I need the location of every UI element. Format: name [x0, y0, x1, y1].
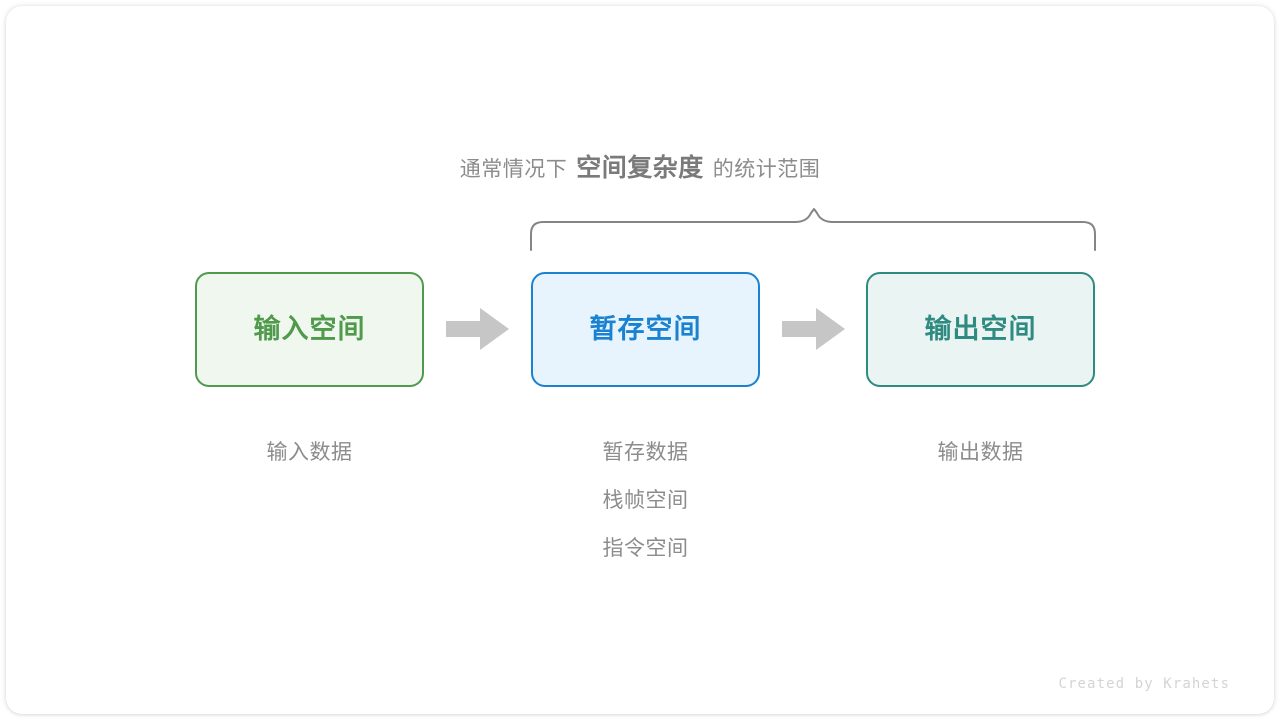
caption-suffix: 的统计范围: [712, 158, 821, 181]
box-output-space[interactable]: 输出空间: [866, 272, 1095, 387]
sub-label: 暂存数据: [602, 441, 689, 464]
sub-label: 栈帧空间: [602, 489, 689, 512]
diagram-caption: 通常情况下空间复杂度的统计范围: [6, 156, 1274, 181]
box-output-space-label: 输出空间: [924, 314, 1037, 344]
box-input-space-label: 输入空间: [253, 314, 366, 344]
sub-labels-input-space: 输入数据: [195, 429, 424, 477]
sub-labels-temp-space: 暂存数据 栈帧空间 指令空间: [531, 429, 760, 573]
sub-label: 指令空间: [602, 537, 689, 560]
sub-labels-output-space: 输出数据: [866, 429, 1095, 477]
sub-label: 输入数据: [266, 441, 353, 464]
caption-emphasis: 空间复杂度: [576, 154, 704, 182]
arrow-right-icon: [782, 305, 848, 353]
sub-label: 输出数据: [937, 441, 1024, 464]
curly-brace: [525, 204, 1101, 252]
box-temp-space-label: 暂存空间: [589, 314, 702, 344]
arrow-right-icon: [446, 305, 512, 353]
slide-card: 通常情况下空间复杂度的统计范围 输入空间 暂存空间 输出空间: [6, 6, 1274, 714]
space-complexity-diagram: 通常情况下空间复杂度的统计范围 输入空间 暂存空间 输出空间: [6, 6, 1274, 714]
box-input-space[interactable]: 输入空间: [195, 272, 424, 387]
watermark-credit: Created by Krahets: [1058, 676, 1230, 692]
caption-prefix: 通常情况下: [459, 158, 568, 181]
box-temp-space[interactable]: 暂存空间: [531, 272, 760, 387]
